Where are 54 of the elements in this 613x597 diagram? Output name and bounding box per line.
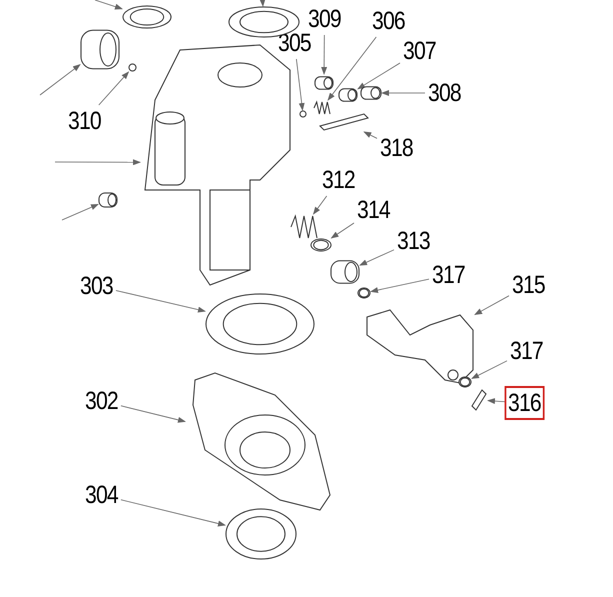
leader-line [120,405,186,423]
leader-line [370,278,430,293]
seal-ring-drawing [225,508,297,560]
leader-line [54,159,141,166]
leader-line [259,0,266,7]
plug-drawing [314,74,334,92]
leader-line [62,204,99,220]
leader-line [359,249,394,266]
leader-line [471,360,508,379]
leader-line [94,0,123,10]
callout-number: 313 [397,228,430,254]
callout-number: 308 [428,80,461,106]
leader-line [321,34,328,75]
pin-drawing [470,388,488,412]
seal-ring-drawing [122,5,172,29]
leader-line [487,398,506,404]
leader-line [381,90,426,96]
pin-drawing [318,112,370,132]
leader-line [120,499,226,526]
callout-number: 304 [85,482,118,508]
callout-number: 305 [278,30,311,56]
plug-drawing [360,84,382,102]
callout-number: 317 [510,338,543,364]
ball-drawing [299,110,307,118]
leader-line [330,222,354,239]
leader-line [312,196,328,215]
leader-line [363,132,378,139]
plug-drawing [338,86,358,104]
leader-line [116,290,206,313]
spring-drawing [289,214,319,240]
callout-number: 317 [432,262,465,288]
seal-ring-drawing [310,238,332,252]
callout-number: 302 [85,388,118,414]
ball-drawing [128,63,137,72]
seal-ring-drawing [458,376,472,388]
plug-drawing [98,190,118,210]
callout-number: 303 [80,273,113,299]
seal-ring-drawing [205,293,315,355]
spring-drawing [312,100,332,116]
leader-line [296,58,305,111]
seal-ring-drawing [357,287,371,299]
callout-number: 310 [68,108,101,134]
leader-line [357,62,400,90]
callout-number: 318 [380,135,413,161]
callout-number: 309 [308,6,341,32]
leader-line [40,64,81,96]
leader-line [474,295,510,316]
callout-number: 312 [322,167,355,193]
callout-number: 315 [512,272,545,298]
callout-number: 314 [357,197,390,223]
leader-line [98,71,130,106]
leader-line [328,36,377,101]
callout-number: 306 [372,8,405,34]
callout-number: 307 [403,38,436,64]
